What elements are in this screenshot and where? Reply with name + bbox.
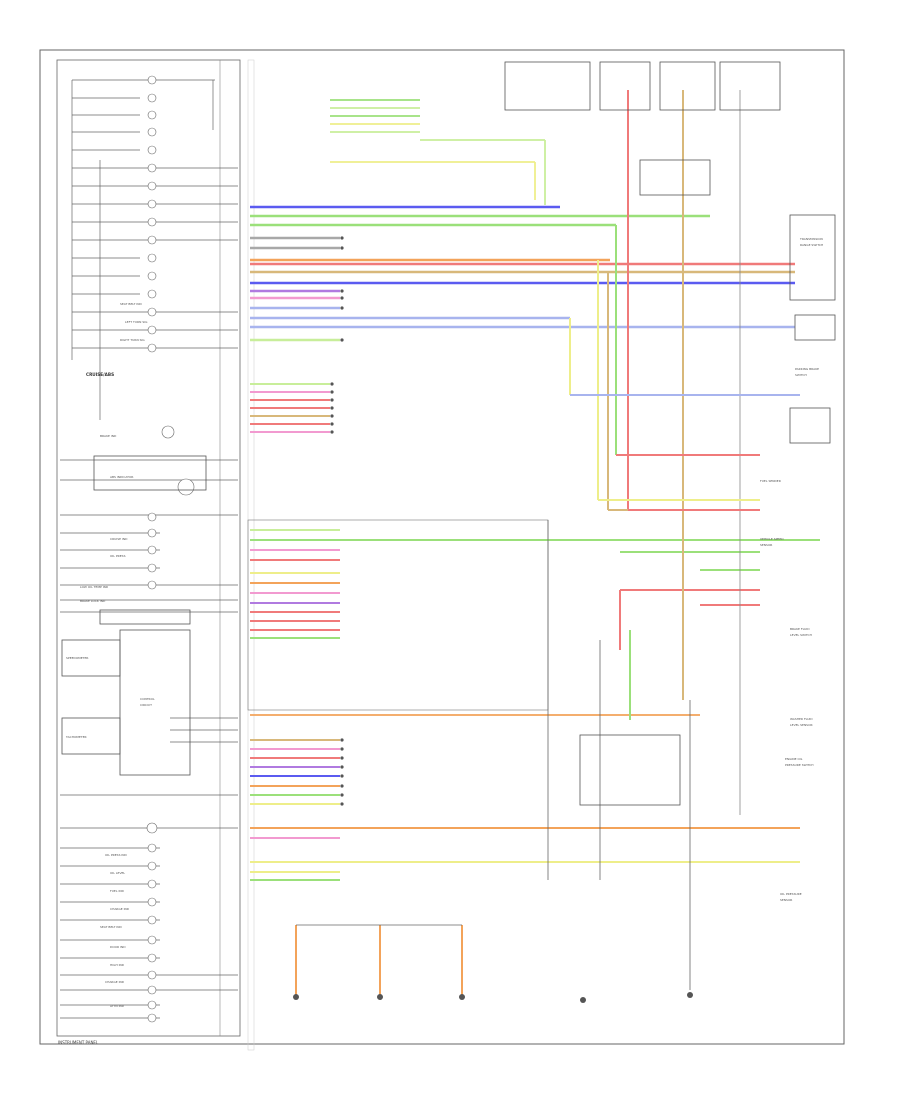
svg-text:HIGH IND: HIGH IND (110, 963, 125, 967)
svg-text:CHARGE IND: CHARGE IND (105, 980, 125, 984)
right-labels: TRANSMISSION RANGE SWITCH PARKING BRAKE … (760, 237, 823, 902)
svg-text:LOW OIL TEMP IND: LOW OIL TEMP IND (80, 585, 109, 589)
svg-text:CONTROL: CONTROL (140, 697, 155, 701)
svg-text:WASHER FLUID: WASHER FLUID (790, 717, 813, 721)
vertical-runs (547, 90, 800, 990)
svg-text:OIL PRESS IND: OIL PRESS IND (105, 853, 128, 857)
svg-text:FUEL IND: FUEL IND (110, 889, 125, 893)
svg-text:OIL LEVEL: OIL LEVEL (110, 871, 125, 875)
svg-text:ABS INDICATOR: ABS INDICATOR (110, 475, 133, 479)
fuel-gauge-box (99, 609, 191, 625)
bottom-ground-group (293, 924, 693, 1003)
svg-text:DOOR IND: DOOR IND (110, 945, 126, 949)
footer-label: INSTRUMENT PANEL (58, 1040, 99, 1045)
abs-module-box (93, 455, 207, 491)
svg-text:TACHOMETER: TACHOMETER (65, 735, 87, 739)
cluster-labels: LEFT TURN SIG RIGHT TURN SIG SEAT BELT I… (65, 302, 155, 1008)
svg-text:FUEL SENDER: FUEL SENDER (760, 479, 781, 483)
svg-text:SWITCH: SWITCH (795, 373, 807, 377)
svg-text:PARKING BRAKE: PARKING BRAKE (795, 367, 819, 371)
lower-harness-wires (250, 714, 800, 881)
svg-text:PRESSURE SWITCH: PRESSURE SWITCH (785, 763, 814, 767)
svg-text:BRAKE IND: BRAKE IND (100, 434, 117, 438)
svg-text:SENSOR: SENSOR (780, 898, 792, 902)
svg-text:RANGE SWITCH: RANGE SWITCH (800, 243, 823, 247)
instrument-cluster-box (56, 59, 241, 1037)
cluster-bulbs (146, 75, 195, 1023)
mid-harness-wires (247, 519, 820, 711)
top-harness-wires (250, 205, 795, 342)
svg-text:VEHICLE SPEED: VEHICLE SPEED (760, 537, 784, 541)
svg-text:LEVEL SWITCH: LEVEL SWITCH (790, 633, 812, 637)
svg-text:BRAKE FLUID: BRAKE FLUID (790, 627, 810, 631)
control-module-box (119, 629, 191, 776)
svg-text:ENGINE OIL: ENGINE OIL (785, 757, 803, 761)
svg-text:CHARGE IND: CHARGE IND (110, 907, 130, 911)
transmission-connector-group (250, 383, 330, 433)
svg-text:SEAT BELT IND: SEAT BELT IND (120, 302, 143, 306)
svg-text:TRANSMISSION: TRANSMISSION (799, 237, 823, 241)
svg-text:ATTN IND: ATTN IND (110, 1004, 125, 1008)
svg-text:SPEEDOMETER: SPEEDOMETER (66, 656, 88, 660)
connector-block-a (247, 59, 255, 1051)
svg-text:OIL PRESSURE: OIL PRESSURE (780, 892, 802, 896)
svg-text:OIL PRESS: OIL PRESS (110, 554, 126, 558)
svg-text:LEVEL SENSOR: LEVEL SENSOR (790, 723, 813, 727)
diagram-frame (39, 49, 845, 1045)
svg-text:LEFT TURN SIG: LEFT TURN SIG (125, 320, 148, 324)
cluster-internal-lines (60, 79, 238, 1019)
terminal-marks (330, 236, 344, 806)
fuse-boxes (504, 61, 836, 806)
svg-text:SENSOR: SENSOR (760, 543, 772, 547)
svg-text:CIRCUIT: CIRCUIT (140, 703, 152, 707)
top-small-stubs (330, 99, 546, 205)
svg-text:SEAT BELT IND: SEAT BELT IND (100, 925, 123, 929)
svg-text:RIGHT TURN SIG: RIGHT TURN SIG (120, 338, 145, 342)
svg-text:BRAKE LOCK IND: BRAKE LOCK IND (80, 599, 106, 603)
svg-text:CRUISE/ABS: CRUISE/ABS (86, 372, 114, 377)
svg-text:CRUISE IND: CRUISE IND (110, 537, 128, 541)
